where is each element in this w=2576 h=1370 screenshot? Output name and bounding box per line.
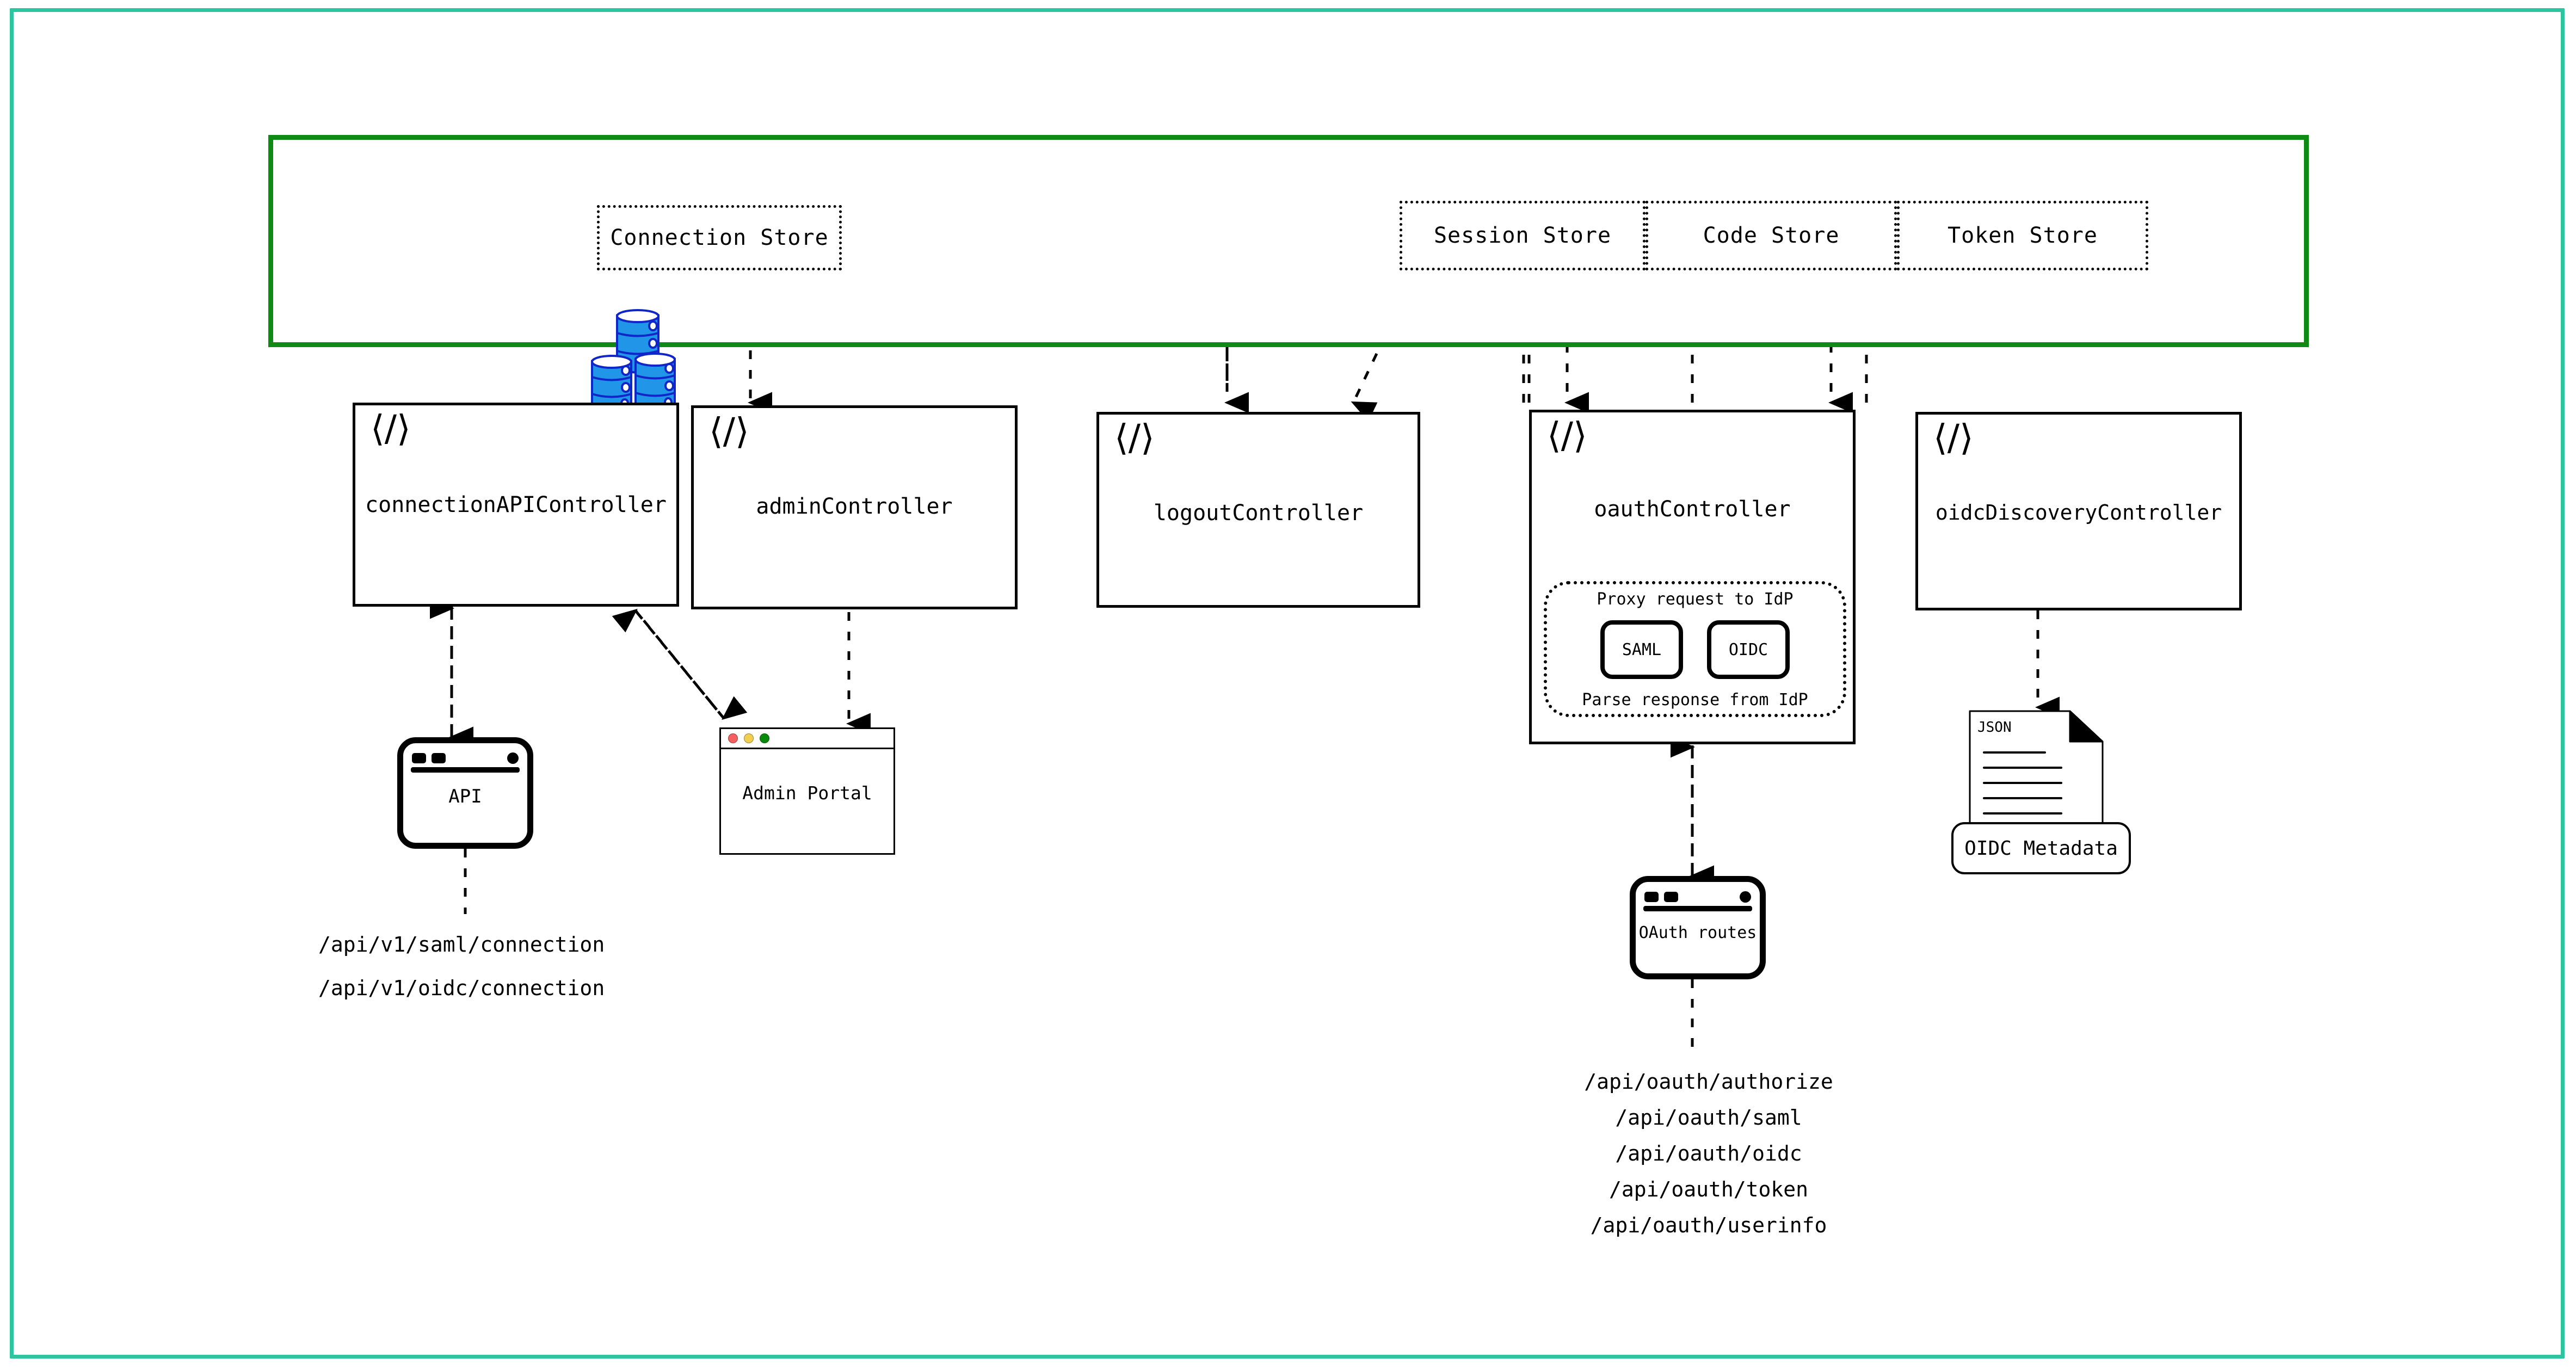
controller-admin-label: adminController: [756, 494, 953, 519]
oauth-endpoint-item: /api/oauth/oidc: [1615, 1141, 1802, 1165]
store-token-store-label: Token Store: [1948, 223, 2098, 248]
store-token-store[interactable]: Token Store: [1897, 201, 2148, 270]
oauth-idp-proxy-group: Proxy request to IdP SAML OIDC Parse res…: [1544, 581, 1846, 717]
traffic-light-yellow: [744, 733, 754, 743]
api-endpoint-item: /api/v1/oidc/connection: [318, 976, 605, 1000]
oauth-endpoint-item: /api/oauth/userinfo: [1590, 1213, 1827, 1237]
protocol-chip-oidc-label: OIDC: [1728, 640, 1768, 659]
device-square-1: [1644, 892, 1659, 902]
store-code-store[interactable]: Code Store: [1646, 201, 1897, 270]
node-oauth-routes[interactable]: OAuth routes: [1630, 876, 1766, 979]
oauth-proxy-request-label: Proxy request to IdP: [1597, 590, 1794, 609]
database-icon: [583, 308, 708, 417]
code-icon: ⟨/⟩: [371, 408, 411, 449]
controller-connection-api[interactable]: ⟨/⟩ connectionAPIController: [353, 403, 679, 607]
device-square-1: [412, 753, 426, 763]
oauth-endpoint-list: /api/oauth/authorize /api/oauth/saml /ap…: [1578, 1064, 1839, 1243]
controller-oidc-discovery-label: oidcDiscoveryController: [1935, 501, 2222, 524]
store-connection-store-label: Connection Store: [610, 225, 829, 250]
device-dot: [507, 752, 519, 764]
device-square-2: [432, 753, 446, 763]
controller-oauth[interactable]: ⟨/⟩ oauthController Proxy request to IdP…: [1529, 410, 1856, 744]
code-icon: ⟨/⟩: [1114, 417, 1155, 459]
controller-logout-label: logoutController: [1153, 501, 1364, 526]
outer-frame: [10, 8, 2565, 1359]
device-titlebar: [410, 751, 521, 775]
controller-connection-api-label: connectionAPIController: [365, 492, 667, 517]
code-icon: ⟨/⟩: [1933, 417, 1974, 459]
device-rule: [1643, 906, 1752, 911]
node-api-label: API: [448, 786, 482, 807]
device-dot: [1740, 891, 1751, 903]
store-session-store[interactable]: Session Store: [1400, 201, 1646, 270]
api-endpoint-list: /api/v1/saml/connection /api/v1/oidc/con…: [318, 923, 605, 1010]
datastore-container: Connection Store Session Store Code Stor…: [268, 135, 2309, 415]
node-oidc-metadata[interactable]: JSON OIDC Metadata: [1951, 709, 2131, 874]
oauth-endpoint-item: /api/oauth/token: [1609, 1177, 1809, 1201]
protocol-chip-saml[interactable]: SAML: [1600, 620, 1683, 679]
oauth-endpoint-item: /api/oauth/saml: [1615, 1106, 1802, 1130]
oauth-parse-response-label: Parse response from IdP: [1582, 690, 1808, 709]
device-square-2: [1664, 892, 1678, 902]
node-oauth-routes-label: OAuth routes: [1638, 923, 1757, 942]
node-admin-portal[interactable]: Admin Portal: [719, 727, 895, 855]
store-session-store-label: Session Store: [1433, 223, 1612, 248]
traffic-light-red: [728, 733, 738, 743]
browser-titlebar: [721, 729, 893, 749]
controller-oauth-label: oauthController: [1594, 497, 1791, 522]
node-oidc-metadata-label-box: OIDC Metadata: [1951, 822, 2131, 874]
code-icon: ⟨/⟩: [1547, 415, 1587, 456]
device-titlebar: [1642, 890, 1753, 914]
protocol-chip-oidc[interactable]: OIDC: [1707, 620, 1790, 679]
node-oidc-metadata-label: OIDC Metadata: [1964, 837, 2118, 860]
store-code-store-label: Code Store: [1703, 223, 1840, 248]
protocol-chip-saml-label: SAML: [1622, 640, 1662, 659]
svg-text:JSON: JSON: [1977, 719, 2012, 736]
device-rule: [411, 767, 520, 773]
controller-logout[interactable]: ⟨/⟩ logoutController: [1096, 412, 1420, 608]
controller-oidc-discovery[interactable]: ⟨/⟩ oidcDiscoveryController: [1915, 412, 2242, 610]
node-admin-portal-label: Admin Portal: [742, 782, 872, 804]
oauth-endpoint-item: /api/oauth/authorize: [1584, 1070, 1833, 1094]
store-connection-store[interactable]: Connection Store: [597, 205, 842, 270]
traffic-light-green: [760, 733, 769, 743]
code-icon: ⟨/⟩: [709, 410, 749, 452]
node-api[interactable]: API: [397, 737, 533, 849]
api-endpoint-item: /api/v1/saml/connection: [318, 933, 605, 956]
controller-admin[interactable]: ⟨/⟩ adminController: [691, 405, 1018, 609]
